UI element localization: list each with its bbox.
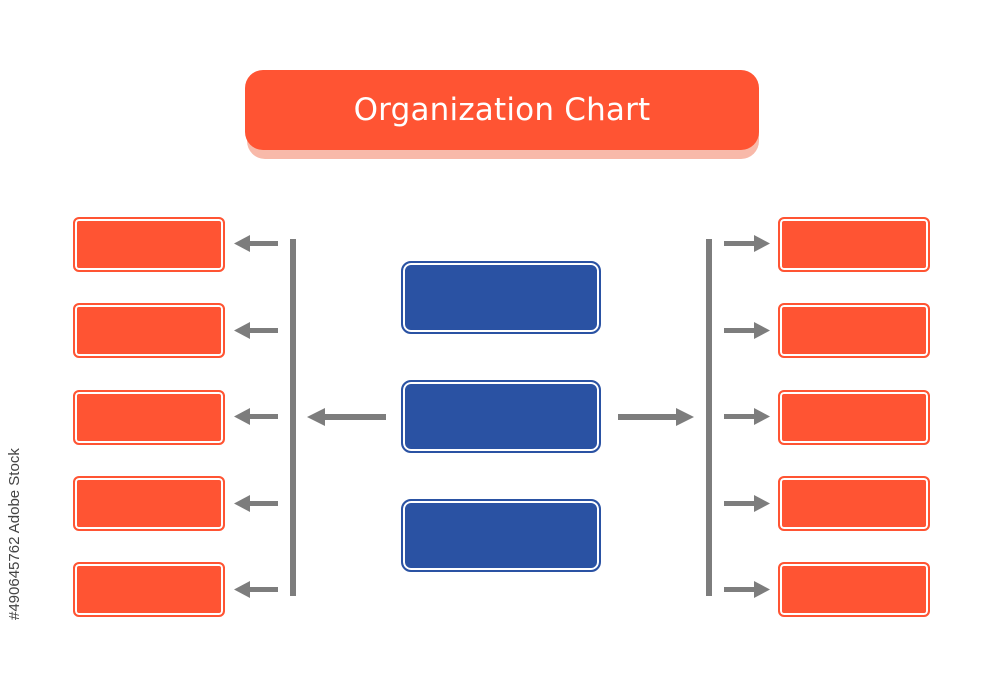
right-arrow-4 — [724, 495, 770, 512]
left-arrow-3 — [234, 408, 278, 425]
right-trunk-line — [706, 239, 712, 596]
left-box-3 — [73, 390, 225, 445]
left-box-2 — [73, 303, 225, 358]
stock-watermark: #490645762 Adobe Stock — [6, 448, 23, 620]
left-box-4 — [73, 476, 225, 531]
right-box-4 — [778, 476, 930, 531]
right-arrow-5 — [724, 581, 770, 598]
left-box-5 — [73, 562, 225, 617]
left-arrow-1 — [234, 235, 278, 252]
center-right-arrow — [618, 408, 694, 426]
right-arrow-1 — [724, 235, 770, 252]
left-arrow-5 — [234, 581, 278, 598]
right-box-3 — [778, 390, 930, 445]
left-arrow-4 — [234, 495, 278, 512]
center-left-arrow — [307, 408, 386, 426]
center-box-3 — [401, 499, 601, 572]
left-box-1 — [73, 217, 225, 272]
right-box-5 — [778, 562, 930, 617]
title-box: Organization Chart — [245, 70, 759, 150]
center-box-1 — [401, 261, 601, 334]
left-arrow-2 — [234, 322, 278, 339]
right-arrow-3 — [724, 408, 770, 425]
right-arrow-2 — [724, 322, 770, 339]
center-box-2 — [401, 380, 601, 453]
page-title: Organization Chart — [353, 92, 651, 128]
right-box-1 — [778, 217, 930, 272]
left-trunk-line — [290, 239, 296, 596]
right-box-2 — [778, 303, 930, 358]
